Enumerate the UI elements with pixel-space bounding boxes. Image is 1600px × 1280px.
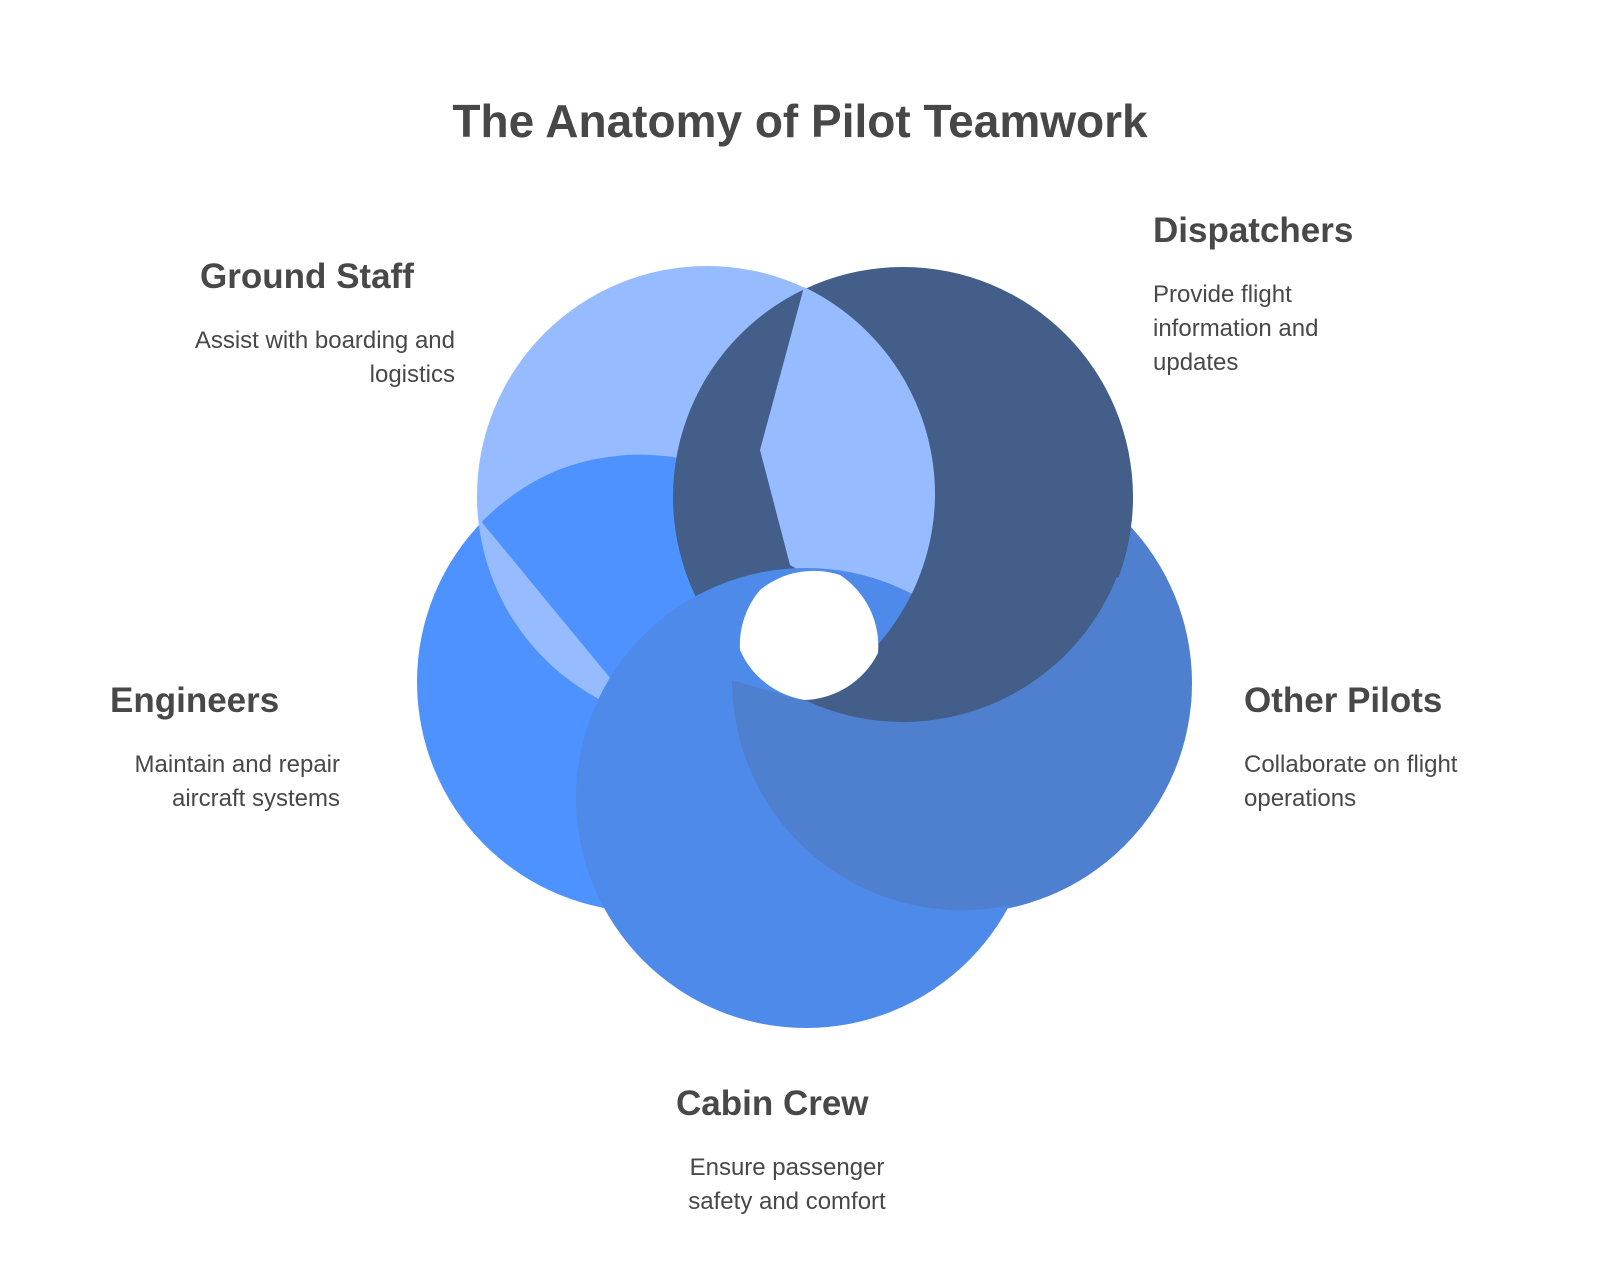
dispatchers-heading: Dispatchers bbox=[1153, 211, 1354, 250]
other-pilots-label: Other Pilots Collaborate on flight opera… bbox=[1244, 680, 1574, 816]
ground-staff-description: Assist with boarding and logistics bbox=[194, 327, 455, 388]
engineers-label: Engineers Maintain and repair aircraft s… bbox=[80, 680, 340, 816]
diagram-title: The Anatomy of Pilot Teamwork bbox=[452, 95, 1148, 147]
ground-staff-heading: Ground Staff bbox=[200, 257, 414, 296]
dispatchers-description: Provide flight information and updates bbox=[1153, 281, 1319, 376]
engineers-description: Maintain and repair aircraft systems bbox=[134, 751, 340, 812]
cabin-crew-description: Ensure passenger safety and comfort bbox=[688, 1154, 886, 1215]
ground-staff-upper-front bbox=[760, 287, 936, 653]
other-pilots-description: Collaborate on flight operations bbox=[1244, 751, 1458, 812]
cabin-crew-front bbox=[576, 572, 840, 798]
other-pilots-heading: Other Pilots bbox=[1244, 681, 1443, 720]
cabin-crew-heading: Cabin Crew bbox=[676, 1084, 869, 1123]
dispatchers-label: Dispatchers Provide flight information a… bbox=[1153, 210, 1533, 380]
dispatchers-front bbox=[805, 474, 1133, 722]
ground-staff-label: Ground Staff Assist with boarding and lo… bbox=[120, 256, 455, 392]
center-hole bbox=[739, 570, 879, 700]
cabin-crew-label: Cabin Crew Ensure passenger safety and c… bbox=[630, 1083, 970, 1219]
other-pilots-overlap bbox=[732, 550, 1192, 911]
engineers-heading: Engineers bbox=[110, 681, 280, 720]
